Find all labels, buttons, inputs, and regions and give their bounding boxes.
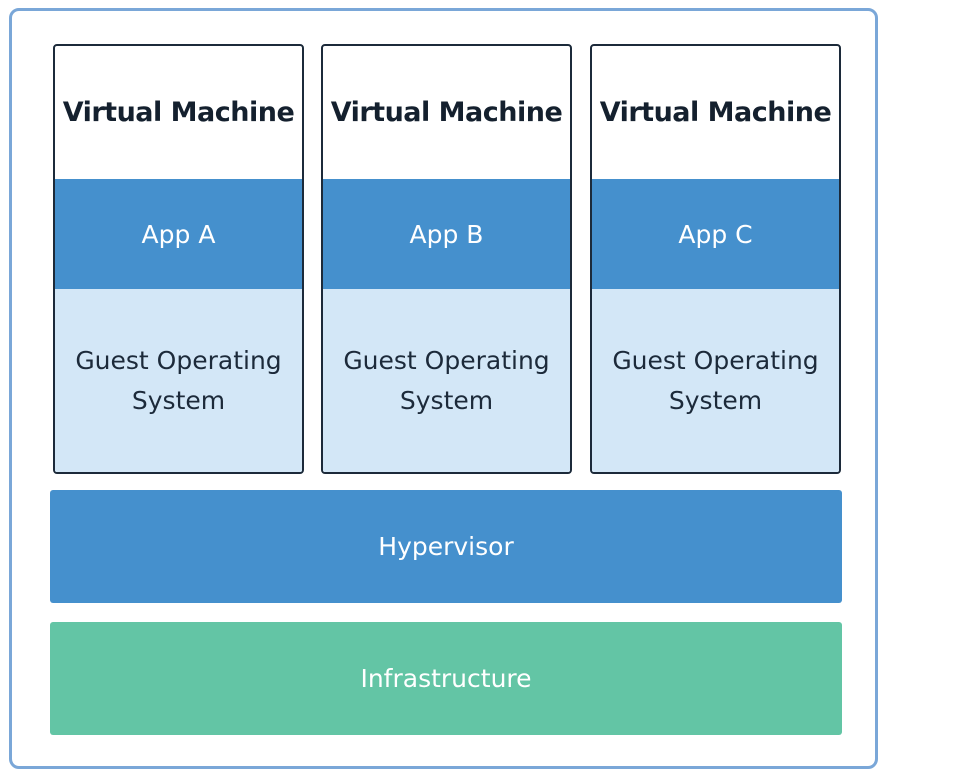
vm-title: Virtual Machine [62, 97, 295, 128]
hypervisor-layer: Hypervisor [50, 490, 842, 603]
vm-title: Virtual Machine [330, 97, 563, 128]
infrastructure-layer: Infrastructure [50, 622, 842, 735]
vm-title: Virtual Machine [599, 97, 832, 128]
guest-os-layer: Guest Operating System [55, 289, 302, 472]
guest-os-layer: Guest Operating System [323, 289, 570, 472]
app-layer: App C [592, 179, 839, 289]
guest-os-layer: Guest Operating System [592, 289, 839, 472]
virtual-machine-a: Virtual Machine App A Guest Operating Sy… [53, 44, 304, 474]
app-layer: App B [323, 179, 570, 289]
virtual-machine-c: Virtual Machine App C Guest Operating Sy… [590, 44, 841, 474]
app-layer: App A [55, 179, 302, 289]
virtual-machine-b: Virtual Machine App B Guest Operating Sy… [321, 44, 572, 474]
